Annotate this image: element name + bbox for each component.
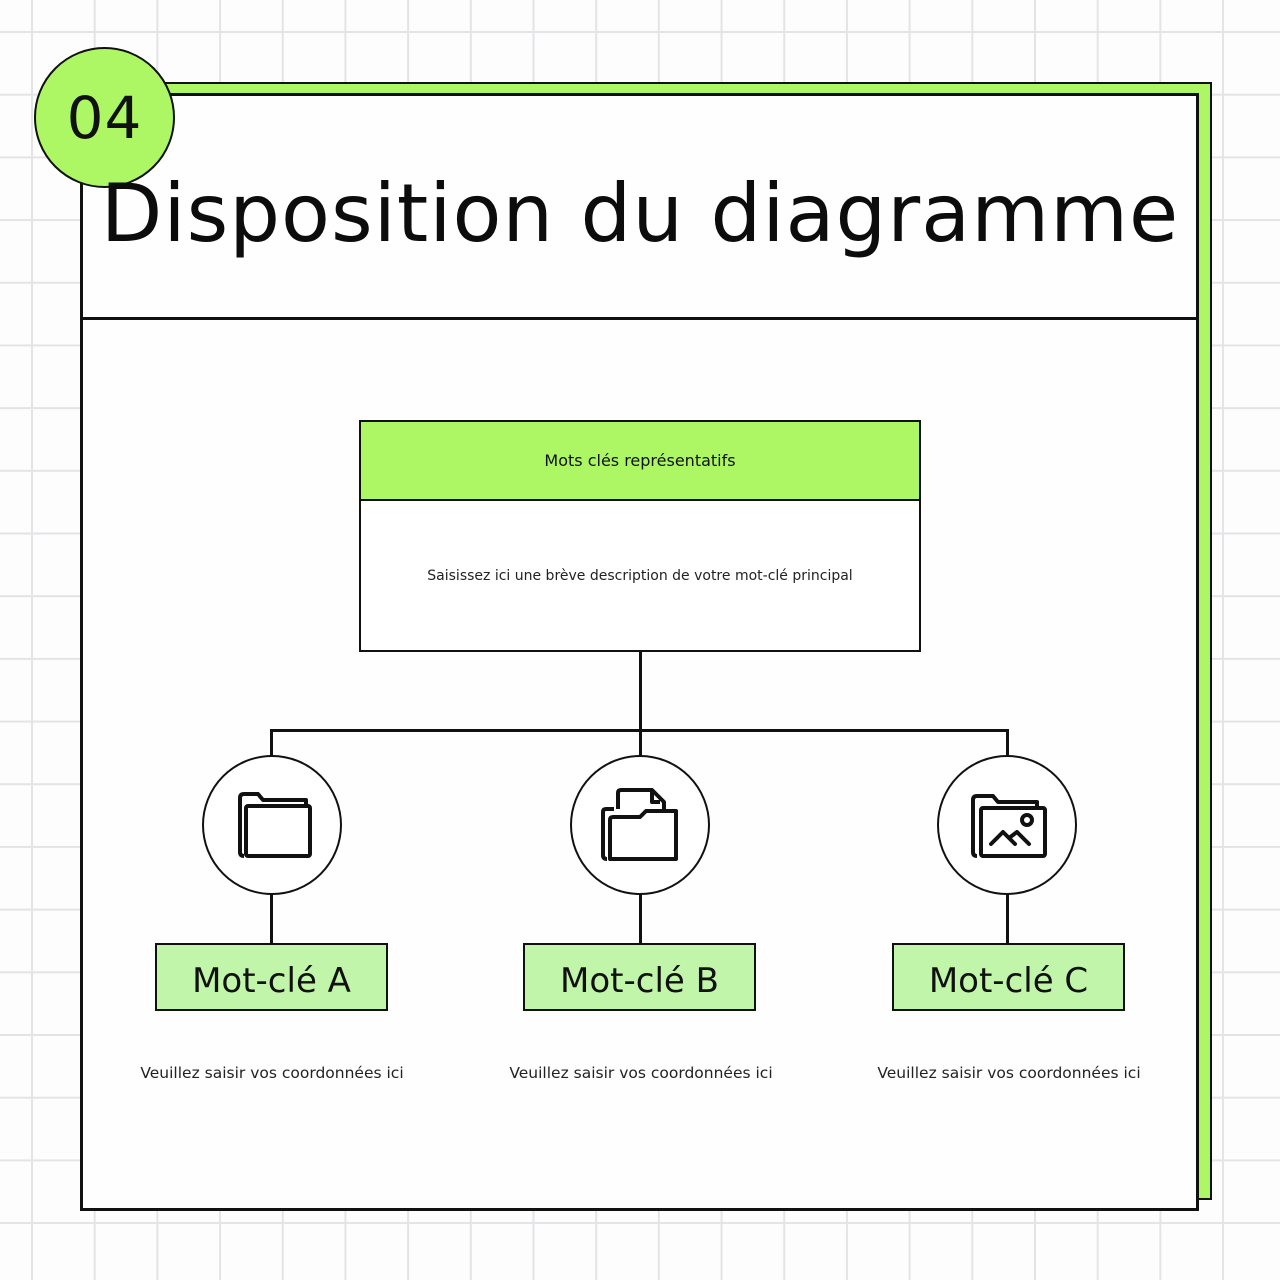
section-number-badge: 04 bbox=[34, 47, 175, 188]
branch-c-icon-circle bbox=[937, 755, 1077, 895]
connector-branch-a bbox=[270, 729, 273, 756]
connector-stem-a bbox=[270, 894, 273, 945]
connector-horizontal bbox=[270, 729, 1009, 732]
branch-b-label: Mot-clé B bbox=[560, 961, 719, 1001]
main-keyword-box: Mots clés représentatifs Saisissez ici u… bbox=[359, 420, 921, 652]
branch-b-description: Veuillez saisir vos coordonnées ici bbox=[509, 1064, 773, 1082]
folder-document-icon bbox=[601, 788, 678, 861]
main-keyword-description: Saisissez ici une brève description de v… bbox=[427, 567, 853, 584]
branch-a-icon-circle bbox=[202, 755, 342, 895]
connector-branch-c bbox=[1006, 729, 1009, 756]
branch-c-label-box: Mot-clé C bbox=[892, 943, 1125, 1011]
branch-a-description: Veuillez saisir vos coordonnées ici bbox=[140, 1064, 404, 1082]
main-keyword-heading: Mots clés représentatifs bbox=[361, 422, 919, 501]
title-divider bbox=[83, 317, 1197, 320]
page-title: Disposition du diagramme bbox=[100, 167, 1180, 260]
folder-image-icon bbox=[971, 794, 1047, 858]
connector-trunk bbox=[639, 652, 642, 756]
branch-c-label: Mot-clé C bbox=[928, 961, 1089, 1001]
branch-a-label: Mot-clé A bbox=[192, 961, 351, 1001]
connector-stem-b bbox=[639, 894, 642, 945]
folder-icon bbox=[238, 792, 312, 858]
section-number: 04 bbox=[66, 83, 143, 152]
branch-c-description: Veuillez saisir vos coordonnées ici bbox=[877, 1064, 1141, 1082]
branch-b-label-box: Mot-clé B bbox=[523, 943, 756, 1011]
connector-stem-c bbox=[1006, 894, 1009, 945]
branch-b-icon-circle bbox=[570, 755, 710, 895]
branch-a-label-box: Mot-clé A bbox=[155, 943, 388, 1011]
